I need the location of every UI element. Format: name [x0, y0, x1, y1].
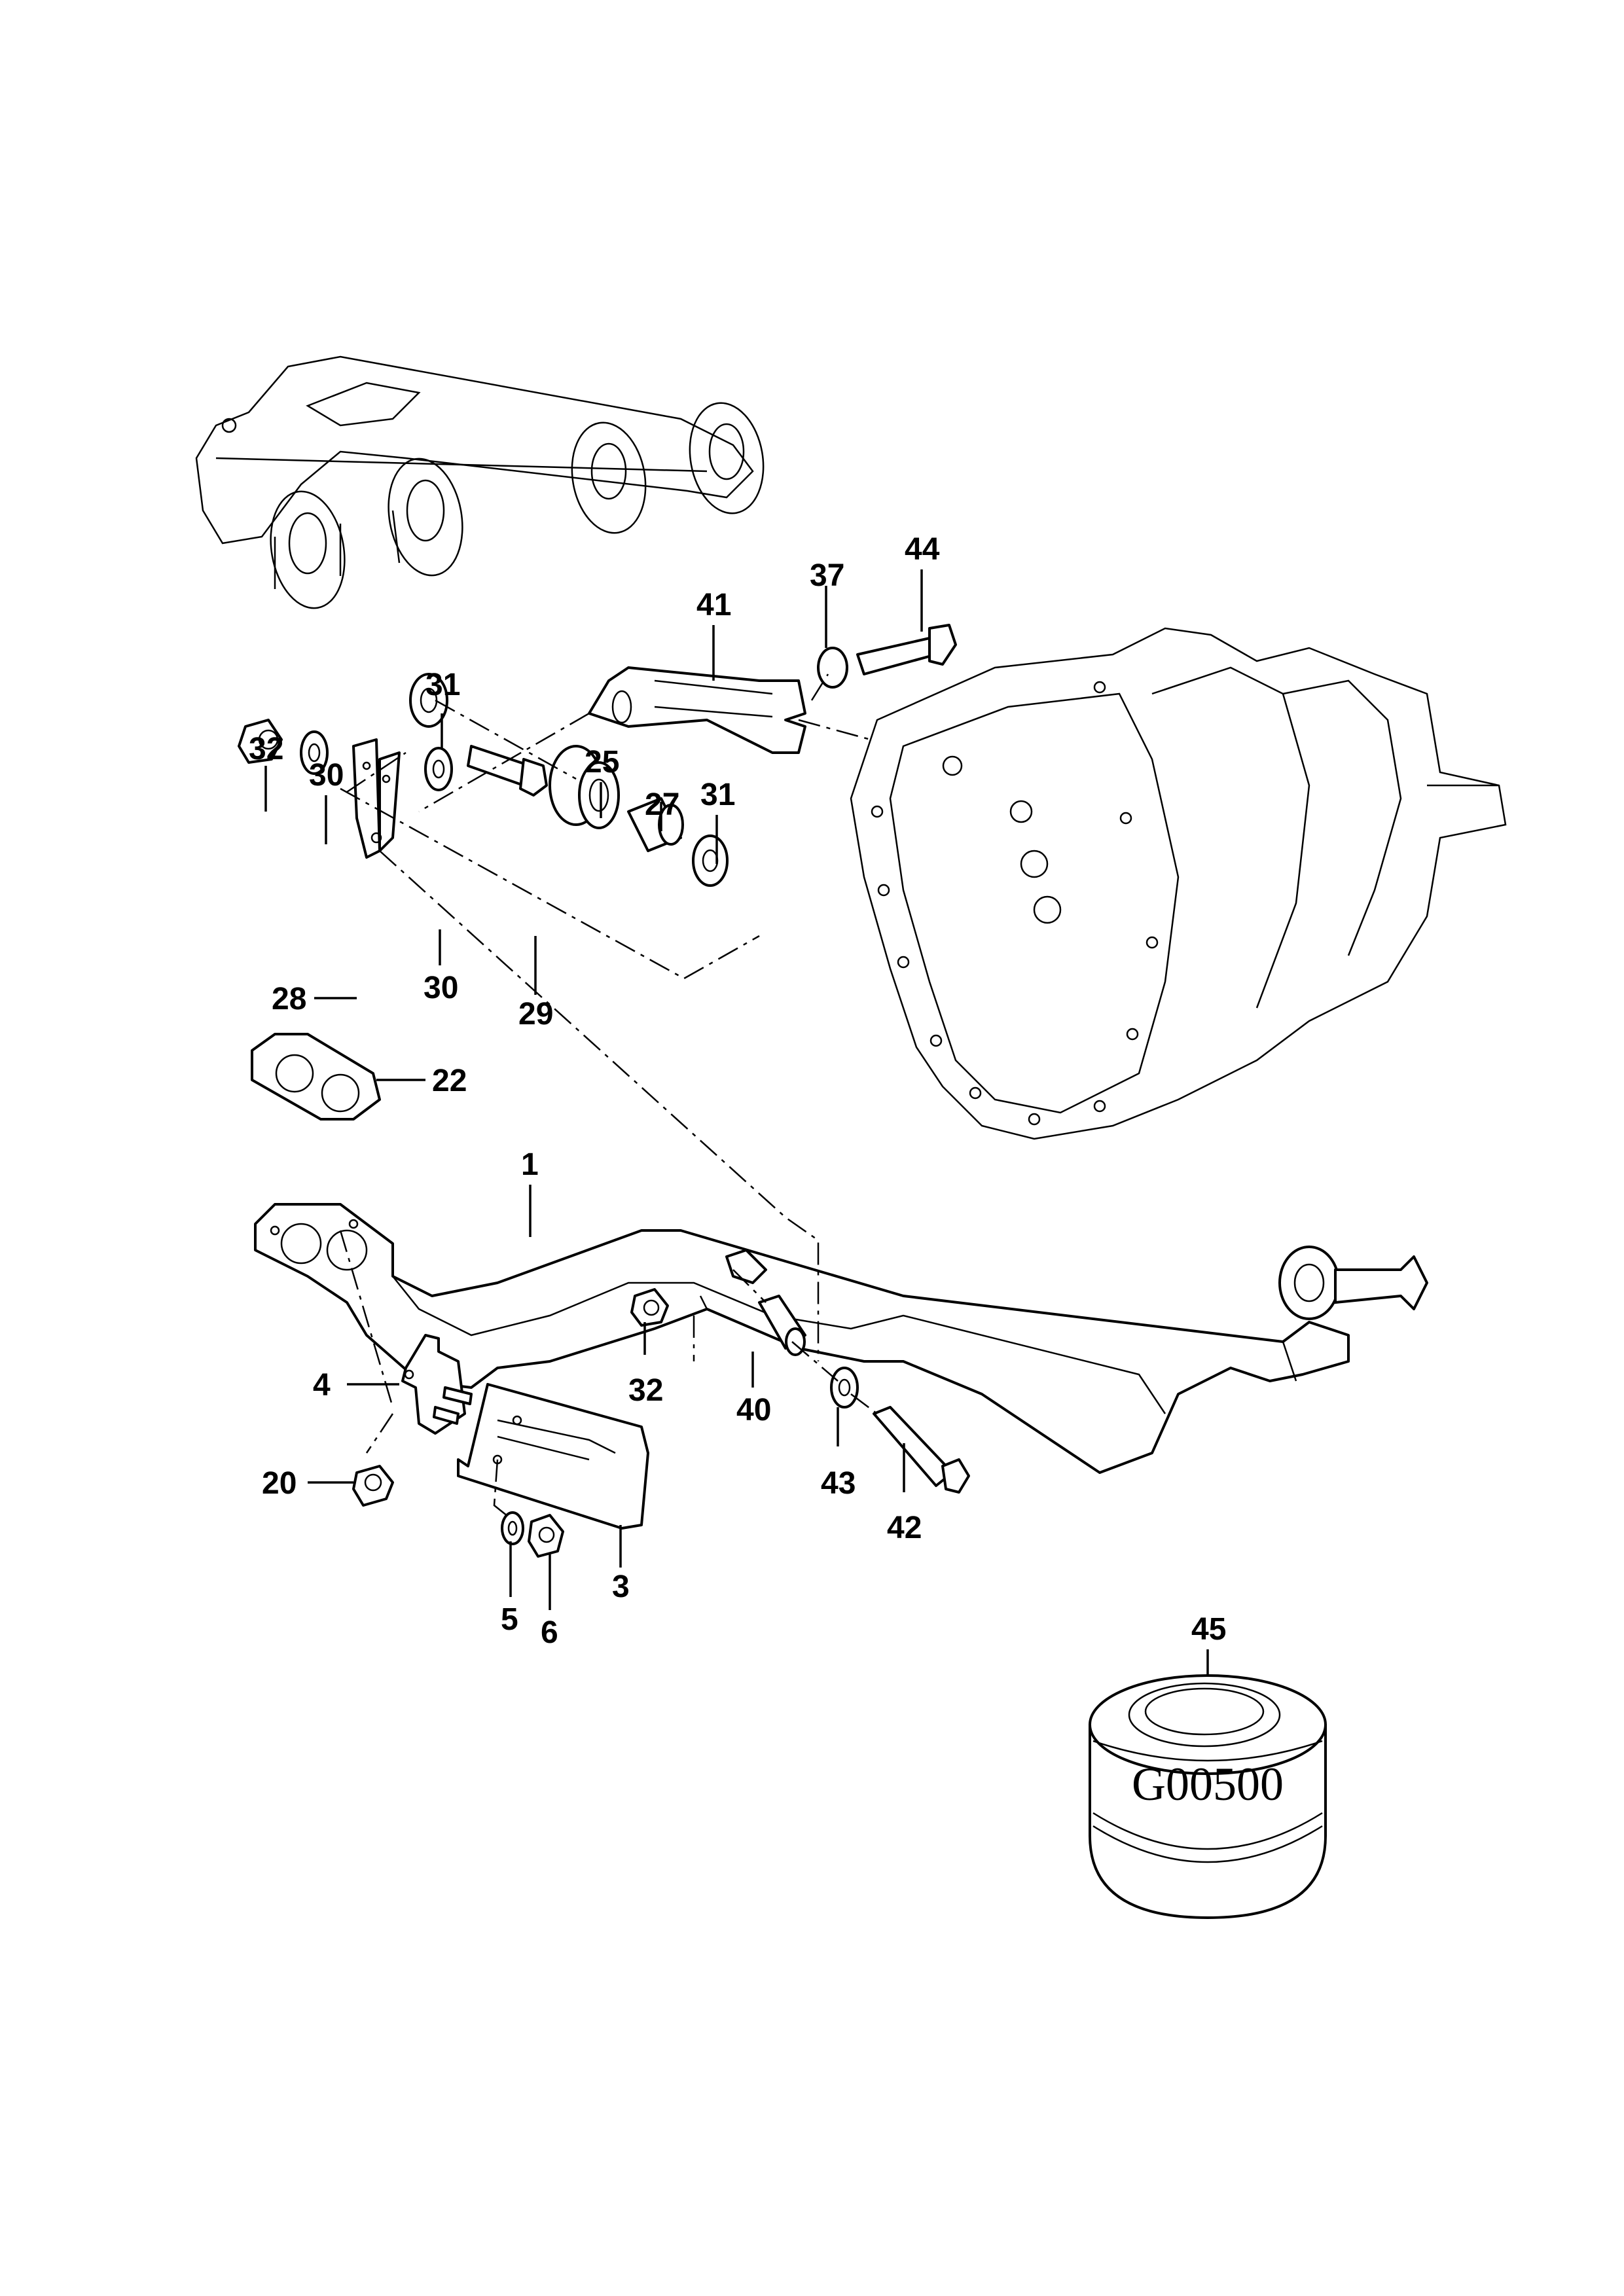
callout-27: 27	[645, 787, 679, 822]
callout-4: 4	[313, 1368, 331, 1403]
callout-29: 29	[518, 997, 553, 1031]
callout-41: 41	[696, 588, 731, 622]
callout-1: 1	[521, 1147, 539, 1182]
callout-44: 44	[905, 532, 940, 567]
callout-32-upper: 32	[249, 732, 283, 766]
mount-hardware	[238, 624, 957, 887]
lower-hardware	[352, 1249, 970, 1558]
callout-32-lower: 32	[628, 1373, 663, 1408]
callout-5: 5	[501, 1602, 518, 1637]
callout-40: 40	[736, 1393, 771, 1427]
callout-20: 20	[262, 1466, 297, 1501]
assembly-lines	[339, 673, 878, 1519]
callout-45: 45	[1191, 1612, 1226, 1647]
gearbox-housing	[850, 627, 1507, 1140]
exhaust-manifold	[195, 355, 765, 609]
callout-31-upper: 31	[425, 668, 460, 702]
callout-6: 6	[541, 1615, 558, 1650]
callout-3: 3	[612, 1570, 630, 1604]
kit-canister: G00500	[1089, 1674, 1327, 1919]
flange-gasket	[251, 1033, 381, 1121]
callouts: 1 3 4 5 6 20 22 25 27 28 29 30 3	[249, 532, 1226, 1676]
callout-30-lower: 30	[424, 971, 458, 1005]
callout-22: 22	[432, 1064, 467, 1098]
callout-25: 25	[585, 745, 619, 780]
callout-37: 37	[810, 558, 844, 593]
callout-42: 42	[887, 1511, 922, 1545]
callout-28: 28	[272, 982, 306, 1016]
callout-43: 43	[821, 1466, 856, 1501]
callout-30-upper: 30	[309, 758, 344, 793]
callout-31-lower: 31	[700, 778, 735, 812]
code-label: G00500	[1132, 1758, 1284, 1810]
